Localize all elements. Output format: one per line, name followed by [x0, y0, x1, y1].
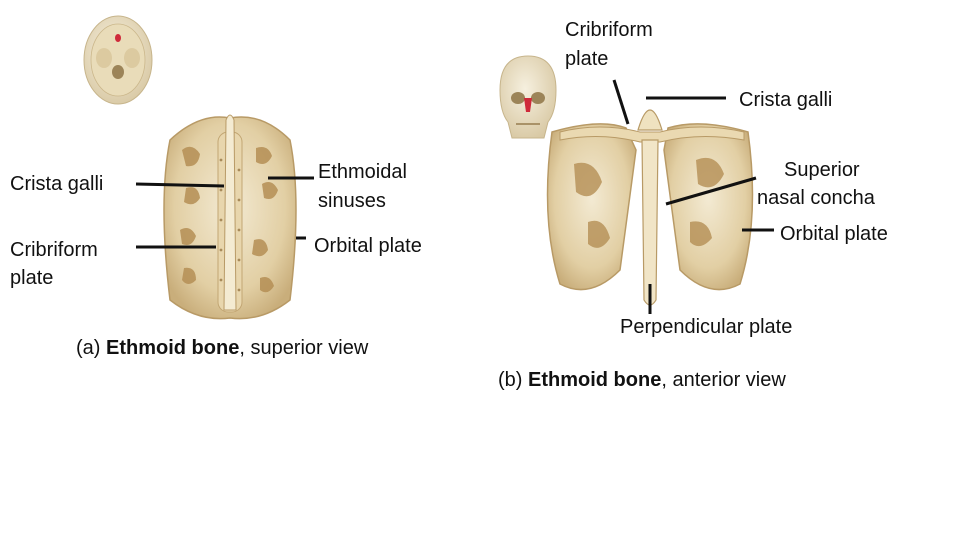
leader-superior-concha [665, 176, 757, 206]
leader-crista-galli-a [135, 182, 225, 188]
label-crista-galli-a: Crista galli [10, 173, 104, 195]
label-crista-galli-b: Crista galli [739, 89, 833, 111]
caption-a-bold: Ethmoid bone [106, 337, 240, 359]
label-ethmoidal-line2: sinuses [318, 190, 386, 212]
caption-b-prefix: (b) [498, 369, 528, 391]
label-cribriform-b-line1: Cribriform [565, 19, 653, 41]
ethmoid-bone-superior [163, 114, 297, 320]
label-perpendicular-plate: Perpendicular plate [620, 316, 793, 338]
ethmoid-bone-anterior [546, 109, 754, 306]
label-orbital-plate-a: Orbital plate [314, 235, 422, 257]
label-cribriform-b-line2: plate [565, 48, 609, 70]
ethmoid-highlight-a [115, 34, 121, 42]
skull-superior-thumbnail [83, 15, 153, 105]
caption-a-suffix: , superior view [239, 337, 369, 359]
panel-b-leader-lines [612, 79, 774, 314]
label-superior-line1: Superior [784, 159, 860, 181]
panel-a-leader-lines [135, 176, 314, 249]
caption-b: (b) Ethmoid bone, anterior view [498, 368, 786, 392]
caption-b-bold: Ethmoid bone [528, 369, 662, 391]
ethmoid-highlight-b [524, 98, 532, 112]
label-ethmoidal-line1: Ethmoidal [318, 161, 407, 183]
label-cribriform-a-line2: plate [10, 267, 54, 289]
caption-a-prefix: (a) [76, 337, 106, 359]
skull-anterior-thumbnail [499, 55, 557, 139]
label-superior-line2: nasal concha [757, 187, 875, 209]
label-cribriform-a-line1: Cribriform [10, 239, 98, 261]
label-orbital-plate-b: Orbital plate [780, 223, 888, 245]
caption-b-suffix: , anterior view [661, 369, 786, 391]
caption-a: (a) Ethmoid bone, superior view [76, 336, 368, 360]
leader-cribriform-b [612, 79, 630, 125]
